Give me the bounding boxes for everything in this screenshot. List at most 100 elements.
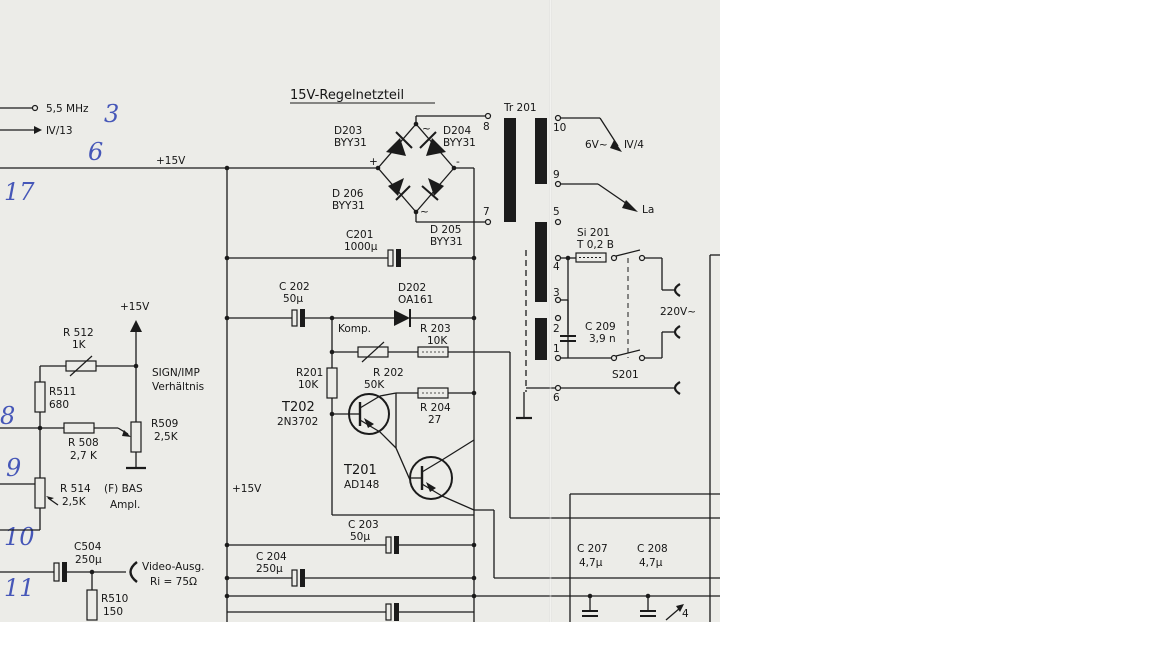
d206-name: D 206 [332, 188, 364, 200]
r509-name: R509 [151, 418, 178, 430]
pin-10: 10 [553, 122, 566, 134]
pin-9: 9 [553, 169, 560, 181]
bridge-rectifier: ~ ~ + - [369, 121, 460, 218]
t202-name: T202 [281, 400, 315, 415]
r509-symbol [130, 421, 142, 453]
mains-voltage: 220V~ [660, 306, 696, 318]
c504-name: C504 [74, 541, 102, 553]
c504-value: 250μ [75, 554, 102, 566]
d202-name: D202 [398, 282, 426, 294]
r514-name: R 514 [60, 483, 91, 495]
handwritten-8: 8 [0, 402, 15, 430]
paper-fold [549, 0, 552, 622]
c203-name: C 203 [348, 519, 379, 531]
schematic-sheet: 3 6 17 8 9 10 11 5,5 MHz Ⅳ/13 +15V 15V-R… [0, 0, 720, 622]
c208-name: C 208 [637, 543, 668, 555]
bridge-ac-top: ~ [422, 123, 431, 135]
bridge-plus: + [369, 156, 378, 168]
handwritten-10: 10 [4, 523, 35, 551]
r511-name: R511 [49, 386, 76, 398]
c204-symbol [291, 569, 298, 587]
c202-name: C 202 [279, 281, 310, 293]
r204-name: R 204 [420, 402, 451, 414]
fbas-line2: Ampl. [110, 499, 140, 511]
c504-symbol [53, 562, 60, 582]
r508-value: 2,7 K [70, 450, 98, 462]
iv13-label: Ⅳ/13 [46, 125, 73, 137]
r512-name: R 512 [63, 327, 94, 339]
d204-type: BYY31 [443, 137, 476, 149]
c203-value: 50μ [350, 531, 370, 543]
r511-value: 680 [49, 399, 69, 411]
plus15-top-label: +15V [156, 155, 186, 167]
c202-value: 50μ [283, 293, 303, 305]
d205-type: BYY31 [430, 236, 463, 248]
c208-value: 4,7μ [639, 557, 663, 569]
bridge-minus: - [456, 156, 460, 168]
r510-value: 150 [103, 606, 123, 618]
plus15-mid-label: +15V [232, 483, 262, 495]
c203-symbol [385, 536, 392, 554]
r203-value: 10K [427, 335, 448, 347]
transistor-t201 [409, 456, 453, 500]
t202-type: 2N3702 [277, 416, 318, 428]
la-label: La [642, 204, 654, 216]
c202-symbol [291, 309, 298, 327]
plus15-left-label: +15V [120, 301, 150, 313]
sign-line1: SIGN/IMP [152, 367, 200, 379]
handwritten-3: 3 [104, 100, 119, 128]
pin-4: 4 [553, 261, 560, 273]
c209-name: C 209 [585, 321, 616, 333]
pin-2: 2 [553, 323, 560, 335]
bridge-ac-bottom: ~ [420, 206, 429, 218]
handwritten-17: 17 [4, 178, 35, 206]
fuse-value: T 0,2 B [576, 239, 614, 251]
r510-symbol [86, 589, 98, 621]
pin-1: 1 [553, 343, 560, 355]
pin-6: 6 [553, 392, 560, 404]
transistor-t202 [348, 393, 390, 435]
transformer-name: Tr 201 [503, 102, 537, 114]
fbas-line1: (F) BAS [104, 483, 143, 495]
r203-name: R 203 [420, 323, 451, 335]
c201-value: 1000μ [344, 241, 378, 253]
pin-5: 5 [553, 206, 560, 218]
d203-type: BYY31 [334, 137, 367, 149]
handwritten-6: 6 [88, 138, 103, 166]
r514-symbol [34, 477, 46, 509]
switch-name: S201 [612, 369, 639, 381]
r204-value: 27 [428, 414, 441, 426]
c201-name: C201 [346, 229, 373, 241]
handwritten-11: 11 [4, 574, 35, 602]
d205-name: D 205 [430, 224, 461, 236]
r508-name: R 508 [68, 437, 99, 449]
pin-7: 7 [483, 206, 490, 218]
trim-mark: 4 [682, 608, 689, 620]
handwritten-9: 9 [6, 454, 21, 482]
diagram-title: 15V-Regelnetzteil [290, 88, 404, 103]
r508-symbol [63, 422, 95, 434]
transformer-tr201 [504, 118, 547, 420]
r509-value: 2,5K [154, 431, 179, 443]
c207-name: C 207 [577, 543, 608, 555]
out-6v-label: 6V~ [585, 139, 608, 151]
c204-value: 250μ [256, 563, 283, 575]
pin-8: 8 [483, 121, 490, 133]
r202-name: R 202 [373, 367, 404, 379]
r510-name: R510 [101, 593, 128, 605]
mhz-output: 5,5 MHz [0, 103, 89, 115]
fuse-name: Si 201 [577, 227, 610, 239]
mhz-label: 5,5 MHz [46, 103, 89, 115]
r201-name: R201 [296, 367, 323, 379]
c201-symbol [387, 249, 394, 267]
c209-value: 3,9 n [589, 333, 616, 345]
r201-value: 10K [298, 379, 319, 391]
sign-line2: Verhältnis [152, 381, 204, 393]
r511-symbol [34, 381, 46, 413]
r514-value: 2,5K [62, 496, 87, 508]
pin-3: 3 [553, 287, 560, 299]
t201-type: AD148 [344, 479, 379, 491]
t201-name: T201 [343, 463, 377, 478]
diode-d202-symbol [394, 310, 410, 326]
iv13-output: Ⅳ/13 [0, 125, 73, 137]
